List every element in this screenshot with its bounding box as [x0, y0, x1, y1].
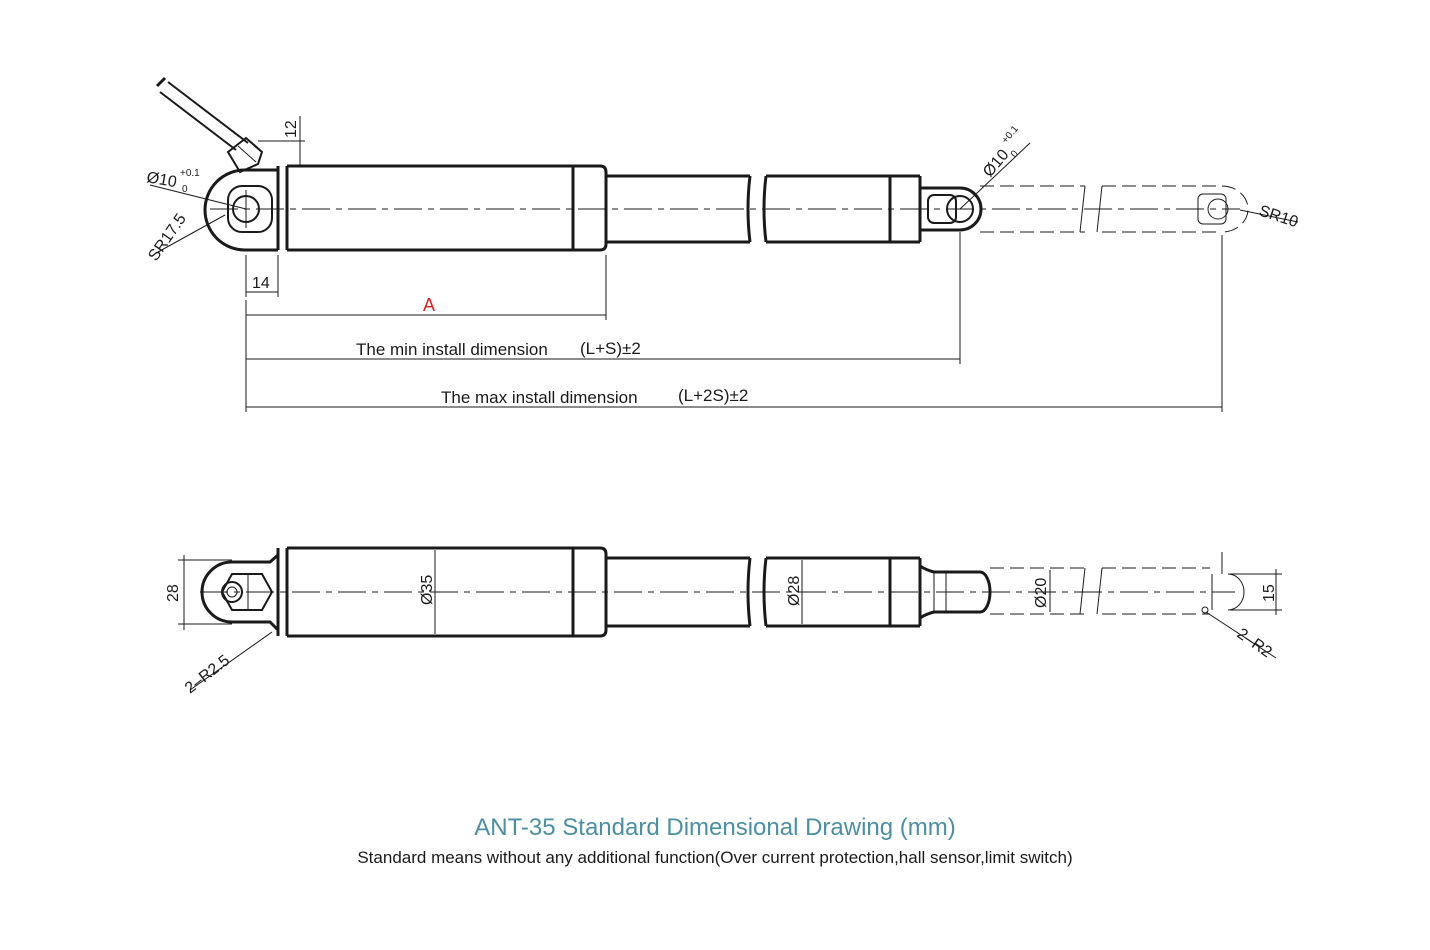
max-install-formula: (L+2S)±2: [678, 386, 748, 405]
dim-tube-label: Ø28: [786, 576, 803, 606]
dim-hole-left-tol-lower: 0: [182, 184, 188, 195]
dim-tip-label: 15: [1261, 584, 1278, 602]
dim-A: A: [245, 255, 607, 330]
motor-body: [276, 164, 608, 252]
dim-hole-right-tol-upper: +0.1: [1000, 123, 1021, 146]
dim-hole-left: Ø10 +0.1 0: [145, 168, 247, 210]
dim-radius-right: SR10: [1239, 203, 1300, 232]
side-extended-rod: [990, 567, 1245, 615]
cable: [155, 76, 264, 174]
side-view: 28 2–R2.5 Ø35 Ø28 Ø20 15: [165, 546, 1282, 697]
min-install-formula: (L+S)±2: [580, 339, 641, 358]
dim-A-label: A: [423, 295, 435, 315]
caption-subtitle: Standard means without any additional fu…: [357, 848, 1073, 867]
max-install-label: The max install dimension: [441, 388, 638, 407]
left-clevis: [203, 168, 278, 252]
dim-corner-left: 2–R2.5: [182, 631, 273, 697]
dim-body: Ø35: [419, 550, 436, 634]
top-view: 12 Ø10 +0.1 0 SR17.5 14 A: [145, 76, 1300, 412]
dim-body-label: Ø35: [419, 575, 436, 605]
dim-rod: Ø20: [1033, 570, 1051, 612]
dim-hole-left-tol-upper: +0.1: [180, 168, 200, 179]
dim-clevis-label: 28: [165, 584, 182, 602]
dim-tip: 15: [1221, 552, 1282, 615]
caption-title: ANT-35 Standard Dimensional Drawing (mm): [474, 814, 956, 841]
dim-height-label: 12: [283, 120, 300, 138]
min-install-label: The min install dimension: [356, 340, 548, 359]
extended-rod: [980, 185, 1249, 233]
dim-min-install: The min install dimension (L+S)±2: [245, 232, 961, 412]
dim-corner-right: 2–R2: [1205, 611, 1277, 661]
dim-rod-label: Ø20: [1033, 578, 1050, 608]
dim-hole-right-tol-lower: 0: [1009, 148, 1021, 160]
dim-radius-right-label: SR10: [1257, 203, 1300, 232]
dim-height: 12: [258, 116, 305, 167]
dim-clevis: 28: [165, 555, 232, 630]
dim-offset-label: 14: [252, 275, 270, 292]
dim-radius-left: SR17.5: [145, 211, 226, 264]
dim-corner-right-label: 2–R2: [1234, 625, 1275, 661]
dim-offset: 14: [245, 255, 279, 297]
dim-tube: Ø28: [786, 560, 803, 624]
dim-corner-left-label: 2–R2.5: [182, 652, 233, 697]
dim-hole-right: Ø10 +0.1 0: [959, 123, 1031, 210]
dim-hole-left-label: Ø10: [145, 169, 178, 191]
dim-max-install: The max install dimension (L+2S)±2: [246, 235, 1223, 412]
